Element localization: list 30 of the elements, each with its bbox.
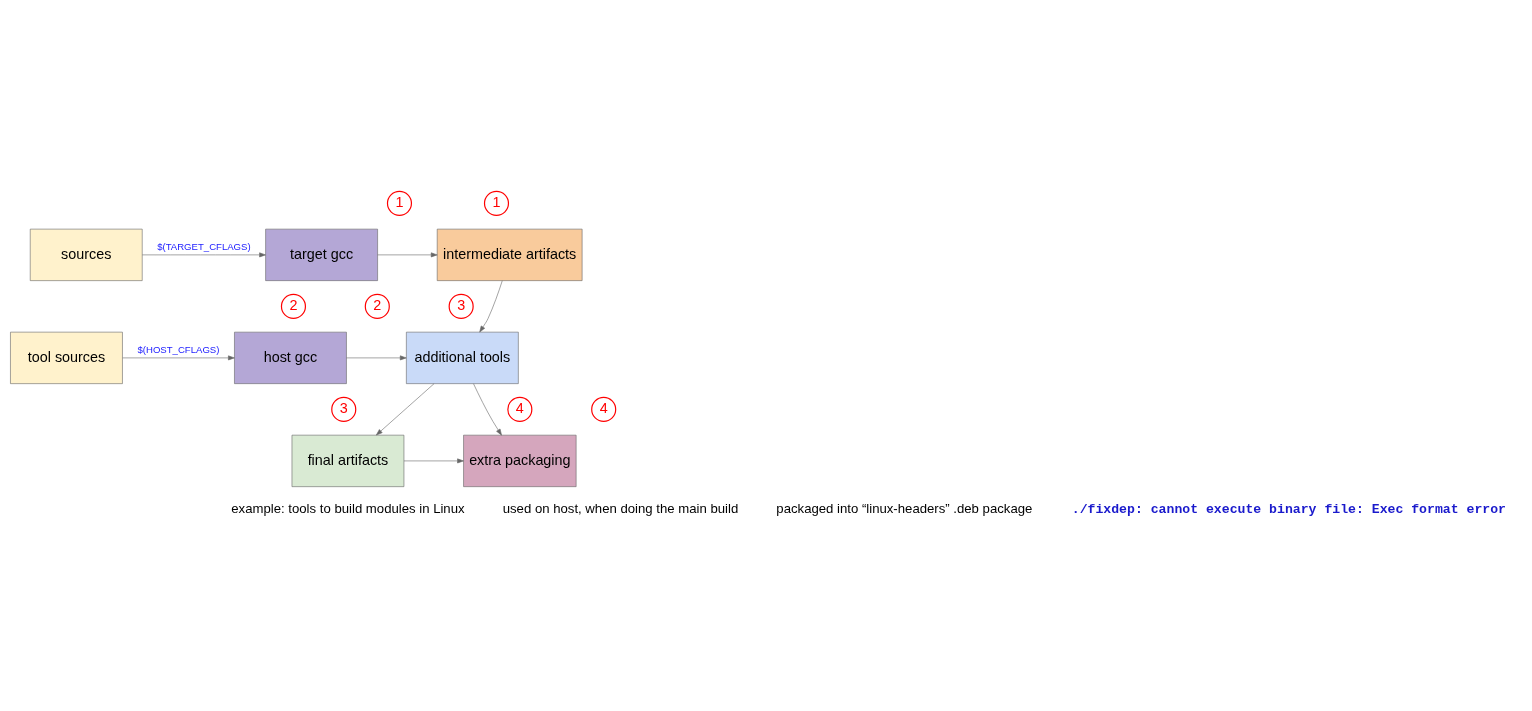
label: 1 (395, 194, 404, 211)
node-box: sources (29, 228, 143, 281)
node-box: host gcc (234, 331, 347, 384)
label: used on host, when doing the main build (502, 501, 739, 517)
label: ./fixdep: cannot execute binary file: Exec format error (1071, 501, 1506, 517)
edge-label: $(HOST_CFLAGS) (137, 343, 220, 355)
label: 1 (492, 194, 501, 211)
arrow (479, 280, 503, 333)
label: packaged into “linux-headers” .deb package (776, 501, 1033, 517)
edge-label: $(TARGET_CFLAGS) (157, 240, 251, 252)
node-box: intermediate artifacts (436, 228, 583, 281)
label: 3 (457, 297, 466, 314)
node-box: extra packaging (463, 434, 577, 487)
label: 4 (515, 400, 524, 417)
arrow (142, 252, 266, 258)
label: example: tools to build modules in Linux (231, 501, 465, 517)
node-box: additional tools (406, 331, 519, 384)
arrow (346, 355, 407, 361)
arrow (122, 355, 235, 361)
arrow (473, 383, 502, 436)
label: 2 (289, 297, 298, 314)
node-box: final artifacts (291, 434, 405, 487)
node-box: tool sources (10, 331, 123, 384)
label: 2 (373, 297, 382, 314)
arrow (403, 458, 464, 464)
arrow (376, 383, 435, 436)
node-box: target gcc (265, 228, 378, 281)
label: 4 (599, 400, 608, 417)
label: 3 (339, 400, 348, 417)
arrow (377, 252, 438, 258)
